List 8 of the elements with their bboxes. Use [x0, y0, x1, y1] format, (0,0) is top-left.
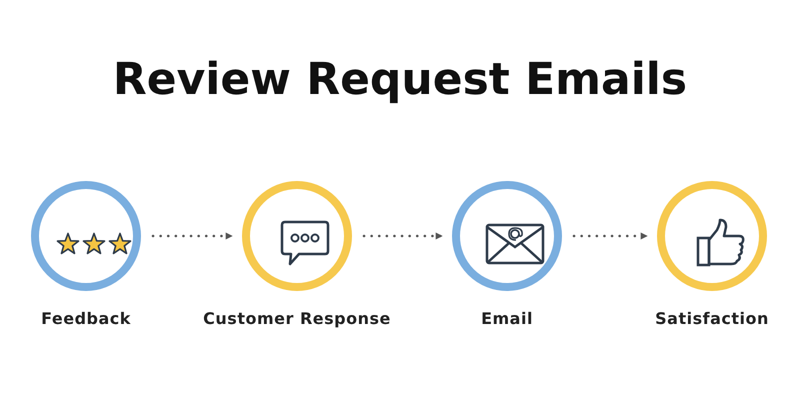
- dotted-arrow: [362, 232, 444, 240]
- node-label: Satisfaction: [655, 309, 769, 328]
- dotted-arrow: [572, 232, 648, 240]
- node-label: Email: [481, 309, 533, 328]
- diagram-title: Review Request Emails: [112, 53, 688, 107]
- dotted-arrow: [152, 232, 234, 240]
- node-label: Customer Response: [203, 309, 391, 328]
- node-label: Feedback: [41, 309, 131, 328]
